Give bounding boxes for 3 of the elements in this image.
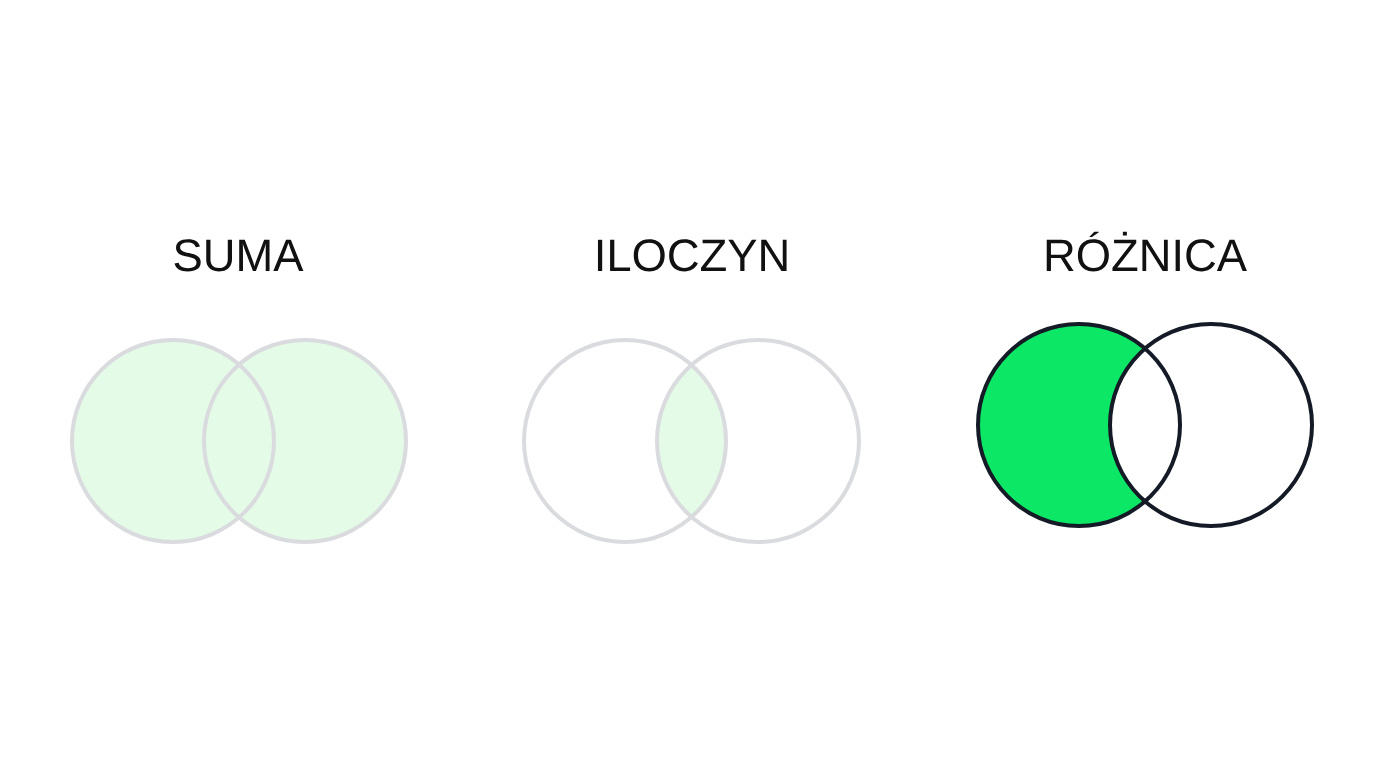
heading: ILOCZYN — [597, 239, 787, 272]
heading: SUMA — [174, 239, 304, 272]
heading: RÓŻNICA — [1046, 231, 1247, 272]
